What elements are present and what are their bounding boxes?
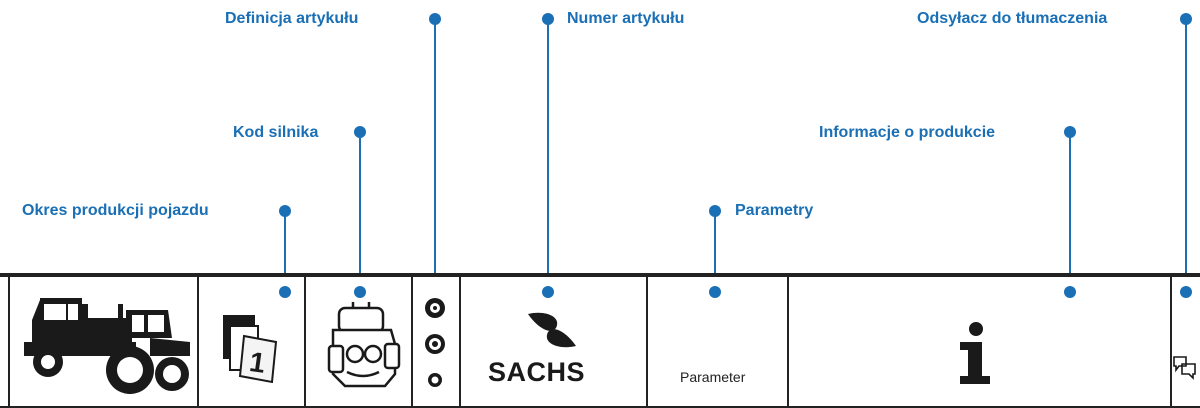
sachs-brand-text: SACHS: [488, 357, 586, 387]
bar-dot-kod-silnika: [354, 286, 366, 298]
parameter-label: Parameter: [680, 369, 746, 385]
callout-definicja-artykulu: Definicja artykułu: [225, 10, 359, 27]
info-icon: [960, 322, 990, 384]
leader-line-informacje: [1069, 132, 1071, 292]
leader-line-parametry: [714, 211, 716, 292]
bar-dot-okres: [279, 286, 291, 298]
leader-line-odsylacz: [1185, 19, 1187, 292]
column-separator: [646, 273, 648, 408]
bar-dot-numer: [542, 286, 554, 298]
column-separator: [411, 273, 413, 408]
leader-line-definicja: [434, 19, 436, 287]
callout-numer-artykulu: Numer artykułu: [567, 10, 685, 27]
leader-line-kod-silnika: [359, 132, 361, 292]
callout-parametry: Parametry: [735, 202, 814, 219]
callout-okres-produkcji-pojazdu: Okres produkcji pojazdu: [22, 202, 209, 219]
callout-kod-silnika: Kod silnika: [233, 124, 319, 141]
column-separator: [304, 273, 306, 408]
calendar-icon: 1: [223, 315, 278, 384]
article-definition-icons: [425, 298, 445, 387]
bar-dot-odsylacz: [1180, 286, 1192, 298]
leader-line-okres: [284, 211, 286, 292]
vehicle-icon: [24, 298, 190, 394]
column-separator: [197, 273, 199, 408]
sachs-logo-icon: [528, 312, 576, 348]
column-separator: [8, 273, 10, 408]
translation-icon: [1173, 356, 1196, 380]
bar-dot-informacje: [1064, 286, 1076, 298]
column-separator: [459, 273, 461, 408]
column-separator: [787, 273, 789, 408]
engine-icon: [327, 302, 401, 388]
svg-text:1: 1: [248, 346, 268, 379]
leader-line-numer: [547, 19, 549, 292]
product-info-bar: [0, 273, 1200, 408]
callout-odsylacz-do-tlumaczenia: Odsyłacz do tłumaczenia: [917, 10, 1108, 27]
bar-dot-parametry: [709, 286, 721, 298]
callout-informacje-o-produkcie: Informacje o produkcie: [819, 124, 996, 141]
column-separator: [1170, 273, 1172, 408]
